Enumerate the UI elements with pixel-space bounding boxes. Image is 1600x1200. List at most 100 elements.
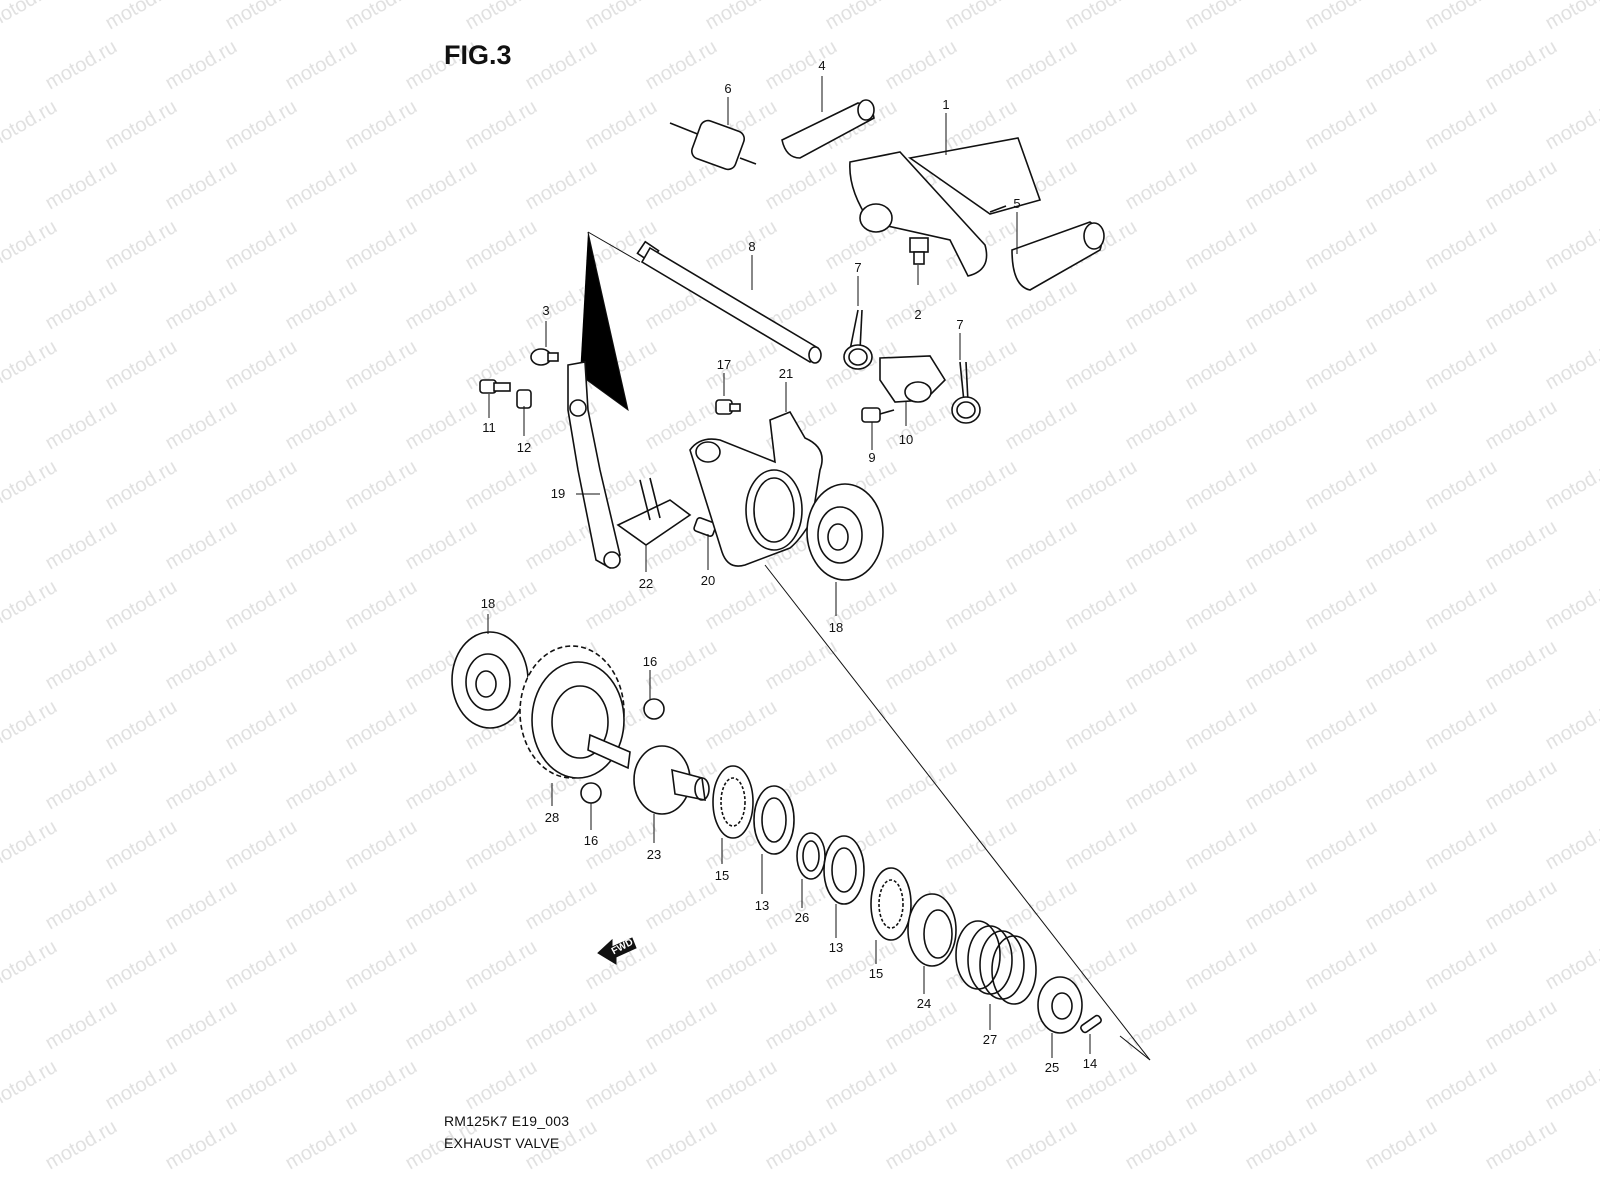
callout-18: 18	[829, 620, 843, 635]
watermark-text: motod.ru	[0, 1056, 61, 1115]
watermark-text: motod.ru	[402, 396, 481, 455]
watermark-text: motod.ru	[1482, 276, 1561, 335]
watermark-text: motod.ru	[1302, 696, 1381, 755]
watermark-text: motod.ru	[1302, 936, 1381, 995]
callout-27: 27	[983, 1032, 997, 1047]
watermark-text: motod.ru	[882, 396, 961, 455]
watermark-text: motod.ru	[942, 456, 1021, 515]
watermark-text: motod.ru	[1422, 216, 1501, 275]
watermark-text: motod.ru	[762, 156, 841, 215]
callout-22: 22	[639, 576, 653, 591]
watermark-text: motod.ru	[1062, 96, 1141, 155]
callout-5: 5	[1013, 196, 1020, 211]
watermark-text: motod.ru	[642, 156, 721, 215]
part-bolt-2	[909, 237, 929, 265]
watermark-text: motod.ru	[1122, 636, 1201, 695]
watermark-text: motod.ru	[702, 336, 781, 395]
watermark-text: motod.ru	[822, 0, 901, 34]
part-link-22	[616, 477, 692, 546]
part-washer-a	[753, 785, 795, 855]
watermark-text: motod.ru	[1482, 156, 1561, 215]
watermark-text: motod.ru	[402, 156, 481, 215]
watermark-text: motod.ru	[1422, 0, 1501, 34]
watermark-text: motod.ru	[1362, 1116, 1441, 1175]
watermark-text: motod.ru	[1242, 276, 1321, 335]
watermark-text: motod.ru	[0, 336, 61, 395]
watermark-text: motod.ru	[762, 636, 841, 695]
watermark-text: motod.ru	[882, 756, 961, 815]
watermark-text: motod.ru	[522, 36, 601, 95]
callout-leaders	[487, 76, 1091, 1058]
part-damper	[669, 119, 757, 171]
watermark-text: motod.ru	[102, 216, 181, 275]
watermark-text: motod.ru	[1182, 816, 1261, 875]
guide-lines	[579, 231, 1151, 1061]
watermark-text: motod.ru	[942, 1056, 1021, 1115]
watermark-text: motod.ru	[1062, 576, 1141, 635]
watermark-text: motod.ru	[942, 696, 1021, 755]
watermark-text: motod.ru	[1482, 396, 1561, 455]
watermark-text: motod.ru	[882, 1116, 961, 1175]
assembly-name: EXHAUST VALVE	[444, 1135, 560, 1151]
watermark-text: motod.ru	[1482, 756, 1561, 815]
watermark-text: motod.ru	[762, 36, 841, 95]
watermark-text: motod.ru	[1302, 96, 1381, 155]
watermark-text: motod.ru	[1422, 936, 1501, 995]
watermark-text: motod.ru	[0, 696, 61, 755]
callout-20: 20	[701, 573, 715, 588]
watermark-text: motod.ru	[462, 576, 541, 635]
watermark-text: motod.ru	[462, 96, 541, 155]
watermark-text: motod.ru	[1002, 276, 1081, 335]
part-lever-arm	[567, 361, 621, 570]
part-bolt-17	[715, 399, 741, 415]
watermark-text: motod.ru	[42, 756, 121, 815]
watermark-text: motod.ru	[222, 576, 301, 635]
watermark-text: motod.ru	[1122, 276, 1201, 335]
callout-14: 14	[1083, 1056, 1097, 1071]
watermark-text: motod.ru	[102, 936, 181, 995]
watermark-text: motod.ru	[42, 636, 121, 695]
watermark-text: motod.ru	[942, 816, 1021, 875]
watermark-text: motod.ru	[1542, 576, 1600, 635]
watermark-text: motod.ru	[1482, 1116, 1561, 1175]
part-retainer	[1037, 976, 1083, 1034]
watermark-text: motod.ru	[1002, 1116, 1081, 1175]
callout-3: 3	[542, 303, 549, 318]
part-washer-b	[823, 835, 865, 905]
watermark-text: motod.ru	[162, 276, 241, 335]
watermark-text: motod.ru	[0, 576, 61, 635]
watermark-text: motod.ru	[402, 876, 481, 935]
watermark-text: motod.ru	[1362, 396, 1441, 455]
watermark-text: motod.ru	[102, 1056, 181, 1115]
watermark-text: motod.ru	[1062, 0, 1141, 34]
watermark-text: motod.ru	[462, 936, 541, 995]
watermark-text: motod.ru	[642, 996, 721, 1055]
watermark-text: motod.ru	[1482, 996, 1561, 1055]
part-collar	[796, 832, 826, 880]
watermark-text: motod.ru	[1122, 756, 1201, 815]
watermark-text: motod.ru	[0, 936, 61, 995]
watermark-text: motod.ru	[522, 876, 601, 935]
watermark-text: motod.ru	[402, 756, 481, 815]
watermark-text: motod.ru	[1362, 156, 1441, 215]
watermark-text: motod.ru	[1242, 996, 1321, 1055]
watermark-text: motod.ru	[942, 0, 1021, 34]
watermark-text: motod.ru	[282, 156, 361, 215]
watermark-text: motod.ru	[1302, 216, 1381, 275]
watermark-text: motod.ru	[402, 276, 481, 335]
watermark-text: motod.ru	[222, 936, 301, 995]
watermark-text: motod.ru	[1002, 636, 1081, 695]
watermark-text: motod.ru	[1422, 696, 1501, 755]
callout-4: 4	[818, 58, 825, 73]
part-thrust-bearing-a	[712, 765, 754, 839]
callout-10: 10	[899, 432, 913, 447]
watermark-text: motod.ru	[222, 696, 301, 755]
watermark-text: motod.ru	[1362, 636, 1441, 695]
part-bolt-9	[861, 407, 895, 423]
watermark-text: motod.ru	[1542, 0, 1600, 34]
watermark-text: motod.ru	[942, 336, 1021, 395]
watermark-text: motod.ru	[102, 96, 181, 155]
part-nut-3	[530, 348, 559, 366]
watermark-text: motod.ru	[1182, 576, 1261, 635]
watermark-text: motod.ru	[222, 1056, 301, 1115]
